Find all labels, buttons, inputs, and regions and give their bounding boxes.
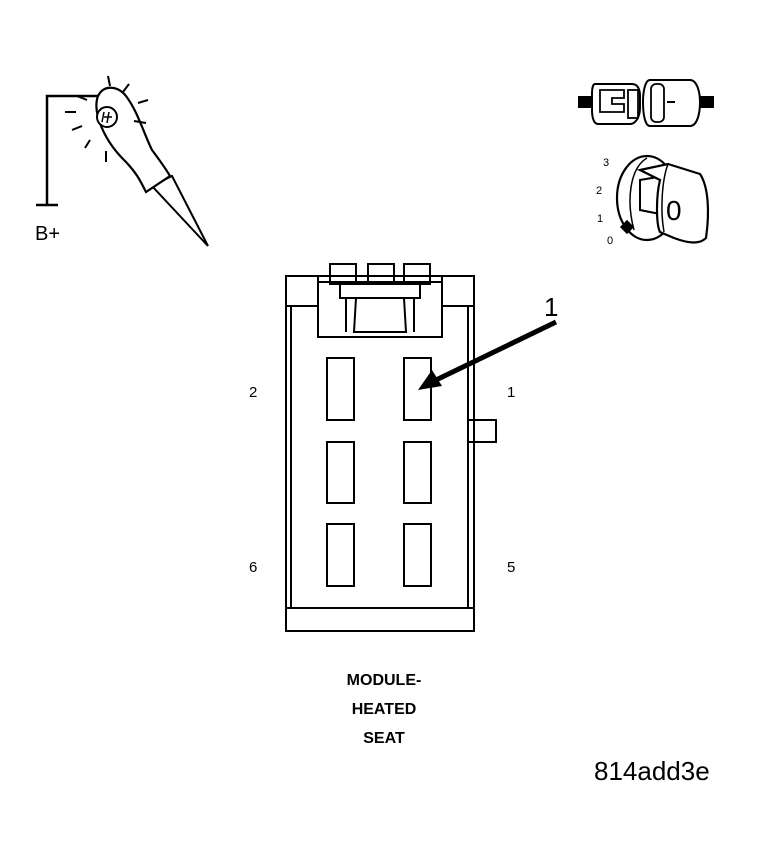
caption-line-3: SEAT (363, 730, 405, 747)
connector-latch (317, 281, 443, 338)
pin-label-6: 6 (249, 559, 257, 576)
caption-line-1: MODULE- (347, 672, 422, 689)
pin-label-5: 5 (507, 559, 515, 576)
connector-disconnect-icon (578, 79, 714, 127)
figure-code: 814add3e (594, 756, 710, 786)
ignition-position-0: 0 (607, 235, 613, 247)
connector-corner-left (285, 275, 319, 307)
ignition-position-1: 1 (597, 213, 603, 225)
terminal-cavity-2 (326, 357, 355, 421)
pin-label-2: 2 (249, 384, 257, 401)
terminal-cavity-4 (326, 441, 355, 504)
connector-body (285, 275, 475, 632)
terminal-cavity-5 (403, 523, 432, 587)
ignition-key-icon (615, 154, 710, 244)
terminal-cavity-1 (403, 357, 432, 421)
ignition-position-3: 3 (603, 157, 609, 169)
connector-corner-right (441, 275, 475, 307)
caption-line-2: HEATED (352, 701, 417, 718)
supply-label: B+ (35, 223, 60, 245)
key-face-label: 0 (666, 195, 682, 226)
ignition-position-2: 2 (596, 185, 602, 197)
callout-arrow (418, 319, 558, 390)
terminal-cavity-3 (403, 441, 432, 504)
pin-label-1: 1 (507, 384, 515, 401)
heated-seat-connector (285, 263, 497, 632)
callout-number: 1 (544, 292, 558, 322)
terminal-cavity-6 (326, 523, 355, 587)
test-light-icon (36, 75, 209, 247)
